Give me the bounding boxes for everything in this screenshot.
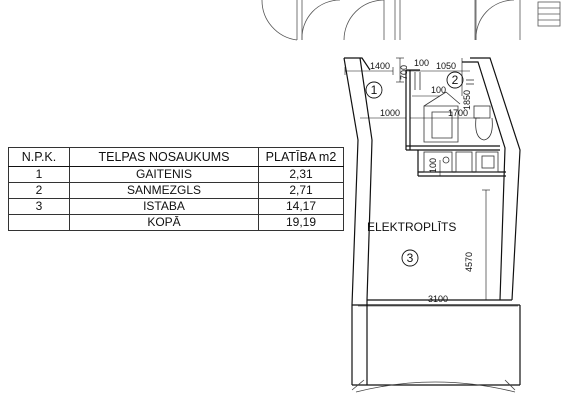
door-arcs [261, 0, 521, 41]
row-room-name: SANMEZGLS [69, 182, 259, 199]
row-room-name: ISTABA [69, 198, 259, 215]
table-total-row: KOPĀ 19,19 [8, 214, 344, 231]
row-number [8, 214, 70, 231]
room-label-3: 3 [407, 251, 414, 265]
table-header-row: N.P.K. TELPAS NOSAUKUMS PLATĪBA m2 [8, 147, 344, 167]
stairs [537, 1, 561, 27]
toilet [473, 105, 493, 141]
shower-tray [423, 91, 461, 143]
row-room-name: GAITENIS [69, 166, 259, 183]
room-label-1: 1 [371, 83, 378, 97]
row-area: 2,71 [258, 182, 344, 199]
dimension-4570: 4570 [464, 252, 474, 272]
table-row: 3 ISTABA 14,17 [8, 198, 344, 215]
row-area: 14,17 [258, 198, 344, 215]
header-room-name: TELPAS NOSAUKUMS [69, 147, 259, 167]
table-row: 2 SANMEZGLS 2,71 [8, 182, 344, 199]
dimension-1000: 1000 [380, 108, 400, 118]
header-number: N.P.K. [8, 147, 70, 167]
dimension-1700: 1700 [448, 108, 468, 118]
room-area-table: N.P.K. TELPAS NOSAUKUMS PLATĪBA m2 1 GAI… [8, 147, 344, 231]
window-marks [351, 379, 516, 393]
kitchen-units [423, 151, 499, 173]
row-area: 19,19 [258, 214, 344, 231]
row-number: 1 [8, 166, 70, 183]
dimension-100-mid: 100 [431, 85, 446, 95]
dimension-1400: 1400 [370, 61, 390, 71]
partition-walls [414, 72, 474, 90]
row-number: 2 [8, 182, 70, 199]
dimension-1050: 1050 [436, 61, 456, 71]
room-marker-1: 1 [365, 81, 383, 99]
apartment-walls [343, 57, 521, 386]
room-label-2: 2 [452, 73, 459, 87]
dimension-100-low: 100 [428, 158, 438, 173]
table-row: 1 GAITENIS 2,31 [8, 166, 344, 183]
row-area: 2,31 [258, 166, 344, 183]
row-number: 3 [8, 198, 70, 215]
header-area: PLATĪBA m2 [258, 147, 344, 167]
dimension-100-top: 100 [414, 58, 429, 68]
row-room-name: KOPĀ [69, 214, 259, 231]
dimension-700: 700 [399, 65, 409, 80]
stove-annotation: ELEKTROPLĪTS [367, 220, 456, 234]
dimension-3100: 3100 [428, 294, 448, 304]
room-marker-2: 2 [446, 71, 464, 89]
dimension-1850: 1850 [462, 90, 472, 110]
dimension-lines [344, 57, 518, 307]
room-marker-3: 3 [401, 249, 419, 267]
